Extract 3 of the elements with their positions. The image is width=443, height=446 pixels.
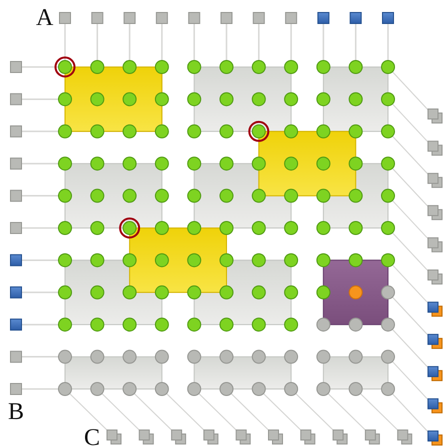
matrix-label: A [36, 6, 54, 30]
matrix-label: B [8, 400, 24, 424]
matrix-label: C [84, 426, 100, 446]
